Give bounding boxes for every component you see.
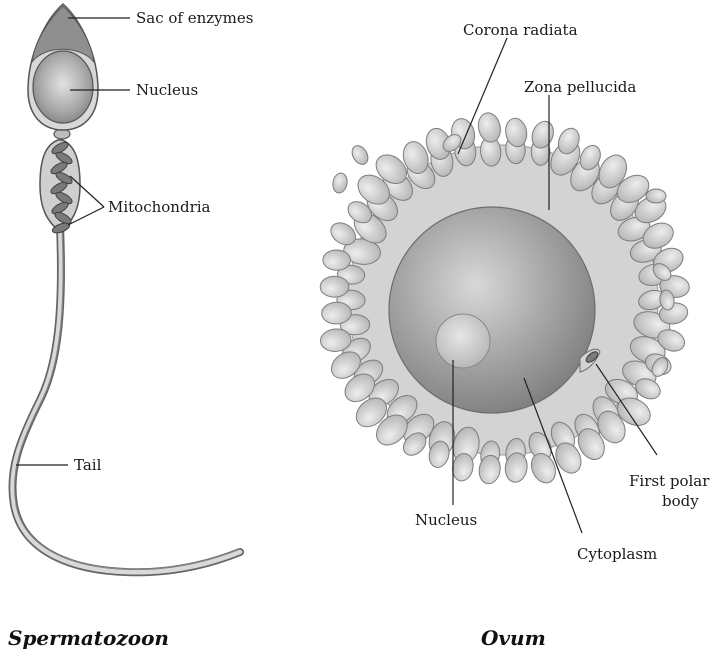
label-zona-pellucida: Zona pellucida [524, 78, 636, 96]
spermatozoon-diagram: Sac of enzymes Nucleus Mitochondria Tail… [8, 4, 253, 650]
corona-cell [476, 111, 503, 145]
corona-cell [646, 189, 666, 203]
label-ovum-nucleus: Nucleus [415, 511, 477, 529]
sperm-tail [12, 225, 240, 572]
ovum-cytoplasm [389, 207, 595, 413]
ovum-diagram: Corona radiata Zona pellucida First pola… [320, 21, 711, 650]
label-first-polar-line1: First polar [629, 472, 710, 490]
label-sperm-nucleus: Nucleus [136, 81, 198, 99]
corona-cell [320, 276, 349, 297]
ovum-title: Ovum [481, 626, 546, 650]
spermatozoon-title: Spermatozoon [8, 626, 169, 650]
label-first-polar-line2: body [662, 492, 699, 510]
label-corona-radiata: Corona radiata [463, 21, 578, 39]
label-sac-of-enzymes: Sac of enzymes [136, 9, 253, 27]
corona-cell [323, 250, 351, 271]
label-mitochondria: Mitochondria [108, 198, 211, 216]
corona-cell [527, 450, 560, 487]
sperm-nucleus [33, 51, 93, 123]
corona-cell [331, 172, 348, 194]
corona-cell [349, 143, 371, 167]
label-cytoplasm: Cytoplasm [577, 545, 657, 563]
ovum-nucleus [436, 314, 490, 368]
label-tail: Tail [74, 456, 102, 474]
